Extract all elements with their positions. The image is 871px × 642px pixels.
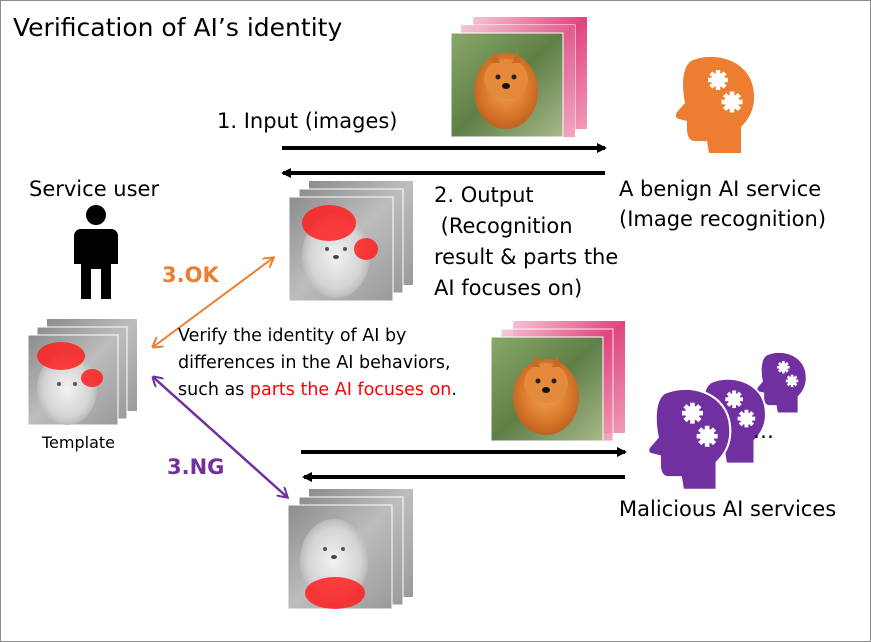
page-title: Verification of AI’s identity [13, 13, 343, 42]
attention-side-region [354, 238, 378, 260]
template-attention-side [81, 369, 103, 387]
verify-text-line-2: differences in the AI behaviors, [178, 353, 451, 373]
output-step-line-2: (Recognition [434, 214, 573, 238]
malicious-ai-head-gears-icon [647, 352, 806, 491]
person-icon [74, 205, 118, 299]
wrong-attention-region [305, 577, 365, 609]
verify-text-line-1: Verify the identity of AI by [178, 326, 407, 346]
service-user-label: Service user [29, 177, 160, 201]
template-caption: Template [42, 433, 116, 452]
malicious-output-stack [287, 489, 413, 610]
benign-ai-label-line-1: A benign AI service [619, 177, 822, 201]
benign-ai-head-gears-icon [675, 56, 755, 153]
verify-text-line-3: such as parts the AI focuses on. [178, 379, 457, 402]
verify-text-suffix: . [451, 380, 457, 400]
verify-text-highlight: parts the AI focuses on [249, 380, 452, 400]
malicious-input-image-stack [490, 321, 625, 442]
attention-head-region [302, 205, 356, 241]
malicious-ai-label: Malicious AI services [619, 497, 837, 521]
verify-text-prefix: such as [178, 380, 250, 400]
template-attention-head [37, 342, 85, 370]
ok-step-label: 3.OK [162, 263, 219, 287]
output-step-line-1: 2. Output [434, 183, 534, 207]
input-step-label: 1. Input (images) [217, 109, 398, 133]
ng-compare-arrow [153, 377, 287, 497]
output-step-line-4: AI focuses on) [434, 276, 583, 300]
ok-compare-arrow [153, 258, 273, 347]
output-step-line-3: result & parts the [434, 245, 619, 269]
template-stack [27, 319, 137, 426]
input-image-stack [450, 17, 587, 138]
benign-ai-label-line-2: (Image recognition) [619, 207, 827, 231]
benign-output-stack [288, 181, 413, 302]
more-services-ellipsis: … [753, 419, 774, 443]
ng-step-label: 3.NG [167, 455, 225, 479]
